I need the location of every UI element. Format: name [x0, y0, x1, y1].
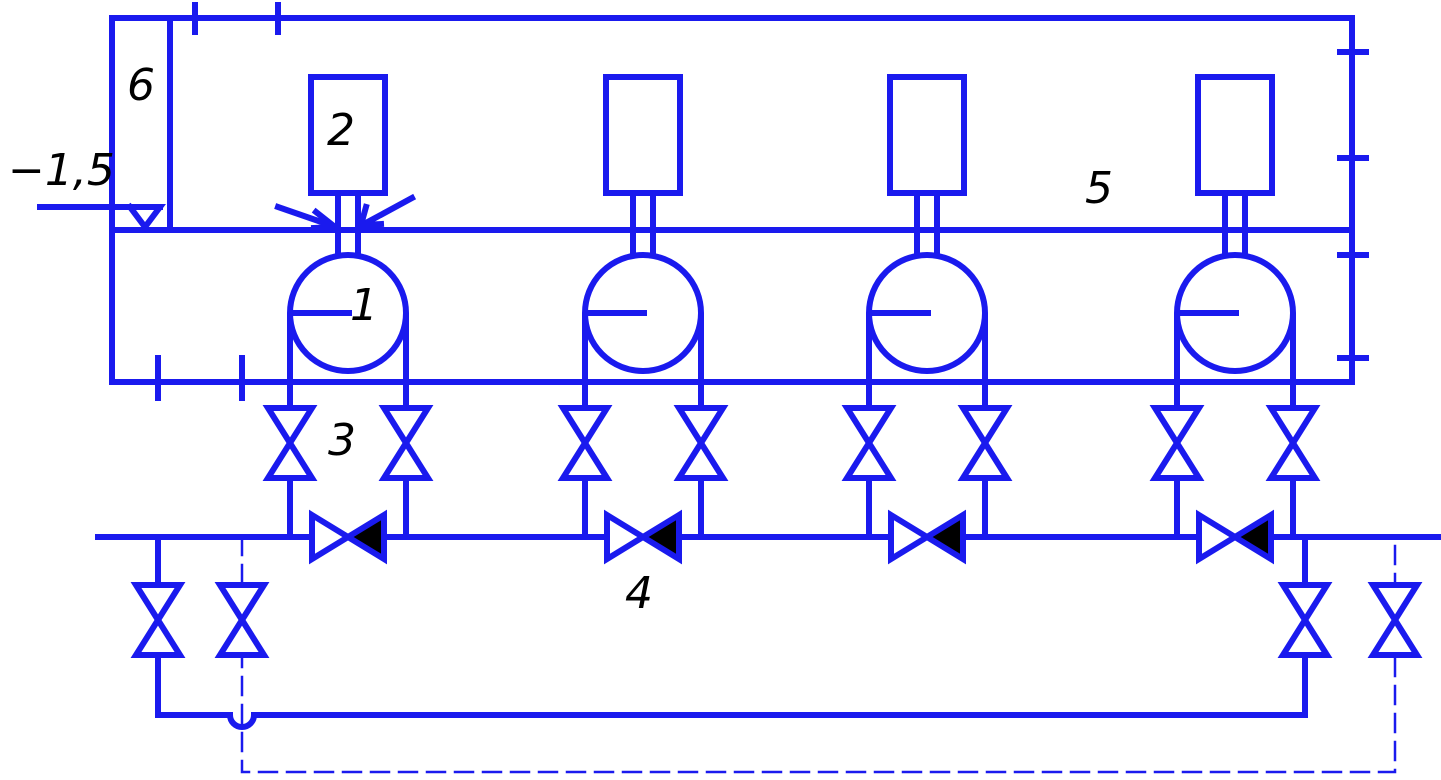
callout-pump: 1: [350, 280, 378, 331]
dashed-return: [240, 535, 1397, 774]
check-valve-open: [888, 509, 933, 565]
elevation-label: −1,5: [8, 145, 115, 196]
check-valve: [309, 509, 387, 565]
check-valve: [1196, 509, 1274, 565]
check-valve-closed: [637, 509, 682, 565]
pump-unit-2: [557, 74, 729, 565]
drain-valve: [130, 582, 186, 658]
check-valve: [604, 509, 682, 565]
callout-gate-valve: 3: [328, 415, 356, 466]
check-valve-closed: [1229, 509, 1274, 565]
check-valve-open: [604, 509, 649, 565]
drain-valves: [130, 582, 1423, 658]
pump-unit-3: [841, 74, 1013, 565]
gate-valve: [957, 405, 1013, 481]
check-valve-open: [309, 509, 354, 565]
elevation-triangle: [125, 202, 166, 232]
arrow: [359, 193, 417, 229]
drain-valve: [1277, 582, 1333, 658]
gate-valve: [1149, 405, 1205, 481]
callout-tank: 6: [127, 60, 155, 111]
gate-valve: [841, 405, 897, 481]
pump-units: [262, 74, 1321, 565]
motor-box: [1195, 74, 1275, 196]
check-valve-open: [1196, 509, 1241, 565]
pump-unit-1: [262, 74, 434, 565]
callout-pressure-line: 5: [1085, 163, 1113, 214]
callout-check-valve: 4: [625, 568, 653, 619]
motor-box: [603, 74, 683, 196]
frame-line: [109, 15, 1355, 385]
arrow: [274, 203, 337, 230]
pump-unit-4: [1149, 74, 1321, 565]
drain-valve: [214, 582, 270, 658]
check-valve-closed: [921, 509, 966, 565]
motor-box: [887, 74, 967, 196]
callout-motor: 2: [327, 105, 355, 156]
bottom-return: [155, 712, 1308, 730]
gate-valve: [673, 405, 729, 481]
gate-valve: [262, 405, 318, 481]
gate-valve: [1265, 405, 1321, 481]
check-valve-closed: [342, 509, 387, 565]
motor-box: [308, 74, 388, 196]
gate-valve: [378, 405, 434, 481]
drain-valve-group: [130, 582, 1423, 658]
drain-valve: [1367, 582, 1423, 658]
check-valve: [888, 509, 966, 565]
gate-valve: [557, 405, 613, 481]
